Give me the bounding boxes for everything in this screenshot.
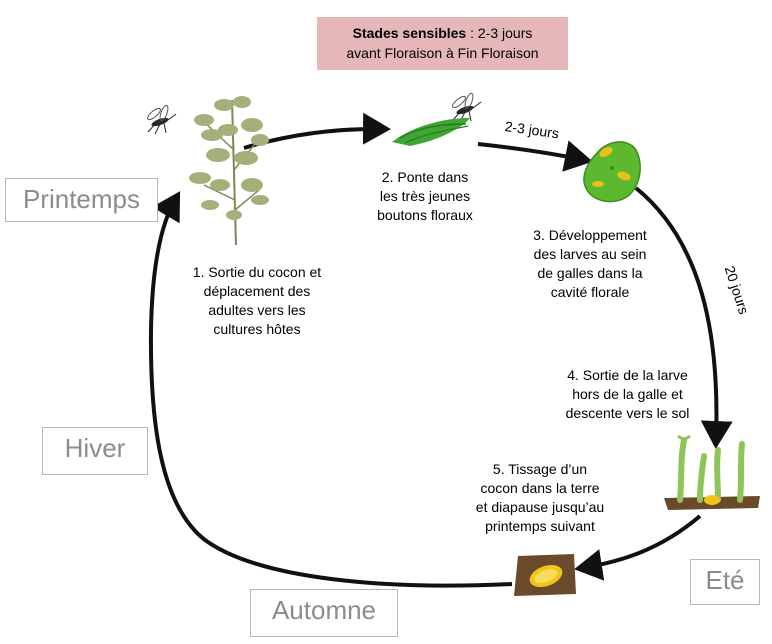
flower-bud-icon	[392, 118, 470, 146]
arrow-3-to-4	[634, 186, 733, 449]
step-1-line: adultes vers les	[208, 302, 306, 318]
banner-line2: avant Floraison à Fin Floraison	[346, 45, 539, 61]
step-3-line: de galles dans la	[537, 265, 643, 281]
cocoon-icon	[514, 554, 576, 596]
step-3-line: cavité florale	[550, 284, 630, 300]
sensitive-stages-banner: Stades sensibles : 2-3 jours avant Flora…	[317, 17, 568, 70]
season-autumn: Automne	[250, 589, 398, 637]
step-5-line: cocon dans la terre	[480, 480, 600, 496]
step-4-line: 4. Sortie de la larve	[567, 367, 688, 383]
step-5-line: printemps suivant	[485, 518, 595, 534]
plant-icon	[189, 96, 269, 246]
season-summer: Eté	[690, 559, 760, 605]
step-1-line: déplacement des	[203, 283, 311, 299]
gall-icon	[583, 141, 641, 203]
step-2-line: 2. Ponte dans	[381, 169, 469, 185]
step-2-line: les très jeunes	[379, 188, 471, 204]
step-3-label: 3. Développement des larves au sein de g…	[515, 226, 665, 302]
step-4-label: 4. Sortie de la larve hors de la galle e…	[545, 366, 710, 423]
banner-bold: Stades sensibles	[352, 25, 467, 41]
step-2-label: 2. Ponte dans les très jeunes boutons fl…	[360, 168, 490, 225]
step-1-label: 1. Sortie du cocon et déplacement des ad…	[172, 263, 342, 339]
season-spring: Printemps	[5, 178, 158, 222]
step-1-line: 1. Sortie du cocon et	[192, 264, 322, 280]
arrow-5-to-1	[148, 191, 513, 588]
step-3-line: 3. Développement	[533, 227, 647, 243]
midge-icon	[452, 92, 482, 123]
season-winter: Hiver	[42, 427, 148, 475]
midge-icon	[147, 104, 177, 135]
arrow-4-to-5	[574, 514, 702, 581]
step-5-label: 5. Tissage d’un cocon dans la terre et d…	[460, 460, 620, 536]
step-4-line: hors de la galle et	[572, 386, 683, 402]
step-5-line: 5. Tissage d’un	[492, 461, 588, 477]
step-3-line: des larves au sein	[533, 246, 647, 262]
step-1-line: cultures hôtes	[213, 321, 301, 337]
step-2-line: boutons floraux	[377, 207, 473, 223]
banner-line1: : 2-3 jours	[466, 25, 533, 41]
step-4-line: descente vers le sol	[565, 405, 690, 421]
step-5-line: et diapause jusqu’au	[475, 499, 605, 515]
arrow-2-to-3	[477, 140, 593, 172]
seedlings-icon	[664, 434, 760, 510]
